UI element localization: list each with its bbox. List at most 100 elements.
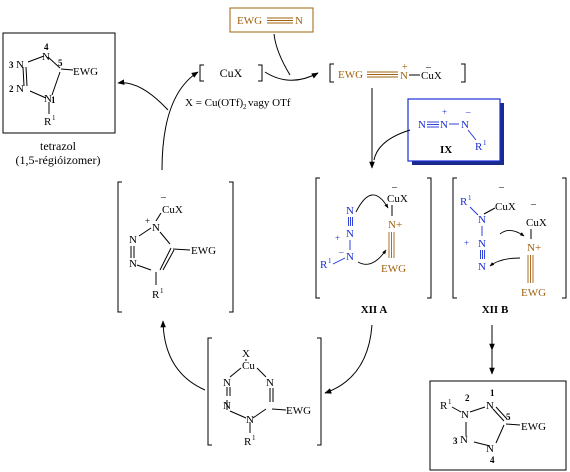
ring6-ewg: EWG (286, 405, 311, 417)
xiia-n-plus: N+ (388, 219, 402, 231)
catalyst-label: CuX (220, 66, 243, 80)
xiib-cux-2: CuX (526, 217, 547, 229)
intermediate-xii-b: R 1 – CuX N + N N – CuX N+ EWG (452, 177, 567, 299)
tz2-locant-4: 4 (490, 455, 495, 465)
xiia-ewg: EWG (381, 263, 406, 275)
arrow-to-tetrazole (117, 79, 169, 111)
xiib-r1: R (460, 196, 468, 208)
catalyst-definition: X = Cu(OTf) 2 vagy OTf (185, 97, 291, 111)
intermediate-left: – CuX + N N N EWG R 1 (117, 181, 234, 313)
nitrile-cux-complex: EWG + N – CuX (329, 62, 466, 83)
ring6-n-a: N (223, 377, 231, 389)
xiib-minus-1: – (498, 182, 505, 193)
tz2-n4: N (486, 443, 494, 455)
complex-ewg: EWG (338, 69, 363, 81)
nitrile-box: EWG N (229, 7, 314, 33)
xiib-n-terminal: N (478, 261, 486, 273)
xiia-n-terminal: N (346, 205, 354, 217)
xiib-curved-arrow-top (499, 230, 525, 237)
complex-cux: CuX (421, 70, 442, 82)
tz2-locant-5: 5 (506, 412, 511, 422)
xiia-label: XII A (361, 304, 388, 316)
tetrazole-locant-5: 5 (58, 58, 63, 68)
azide-box: N + N – N R 1 IX (407, 98, 504, 165)
xiia-curved-arrow-top (355, 194, 389, 213)
azide-n2: N (440, 119, 448, 131)
azide-plus: + (442, 107, 447, 117)
tz2-ewg: EWG (521, 421, 546, 433)
tetrazole-ewg: EWG (73, 66, 98, 78)
catalyst-eq-tail: vagy OTf (248, 97, 291, 109)
tetrazole-1-5-box: 4 3 N N 2 N 5 EWG N 1 R 1 (2, 32, 116, 134)
int-minus: – (160, 192, 167, 203)
ring6-cu: Cu (242, 360, 255, 372)
ring6-r1: R (244, 436, 252, 448)
azide-minus: – (465, 107, 471, 117)
tz2-locant-2: 2 (465, 393, 470, 403)
azide-join-line (373, 129, 411, 161)
nitrile-ewg: EWG (237, 15, 262, 27)
xiib-minus-2: – (530, 199, 537, 210)
tetrazole-locant-2: 2 (9, 84, 14, 94)
azide-box-frame (407, 98, 501, 162)
tz2-n2: N (461, 409, 469, 421)
azide-r: R (475, 141, 483, 153)
catalyst-eq-sub: 2 (243, 103, 247, 111)
int-plus: + (145, 216, 150, 226)
tetrazole-atom-n1: N (44, 93, 52, 105)
cu-metallacycle: X Cu N N N N EWG R 1 (207, 337, 322, 448)
tz2-locant-1: 1 (490, 388, 495, 398)
int-cux: CuX (162, 204, 183, 216)
tetrazole-2-5-box: R 1 2 1 N N 5 EWG 3 N N 4 (429, 380, 567, 471)
complex-minus: – (425, 62, 432, 73)
xiia-n-middle: N (346, 228, 354, 240)
tz2-r1-sup: 1 (448, 398, 452, 406)
xiib-curved-arrow-bottom (489, 257, 521, 267)
tz2-r1: R (440, 400, 448, 412)
azide-n3: N (461, 119, 469, 131)
intermediate-xii-a: – CuX N+ EWG N + N N – R 1 (315, 177, 432, 299)
tetrazole-locant-3: 3 (9, 60, 14, 70)
nitrile-join-line (273, 33, 291, 76)
ring6-r1-sup: 1 (252, 434, 256, 442)
xiib-label: XII B (482, 304, 509, 316)
tetrazole-atom-n2: N (16, 83, 24, 95)
complex-n: N (400, 70, 408, 82)
arrow-ring-to-intermediate (160, 320, 206, 391)
ring6-x: X (242, 348, 250, 360)
ring6-n-d: N (246, 414, 254, 426)
xiia-minus-n: – (338, 247, 344, 257)
ring6-n-b: N (266, 377, 274, 389)
tetrazole-caption-regio: (1,5-régióizomer) (16, 153, 101, 167)
tetrazole-locant-4: 4 (44, 42, 49, 52)
tetrazole-locant-1: 1 (51, 95, 56, 105)
xiia-cux: CuX (387, 193, 408, 205)
xiib-plus: + (464, 238, 469, 248)
catalyst-eq: X = Cu(OTf) (185, 97, 243, 109)
xiia-minus-cu: – (391, 182, 398, 193)
catalyst-cux: CuX (199, 64, 263, 82)
xiib-ewg: EWG (521, 287, 546, 299)
xiia-r1: R (320, 259, 328, 271)
xiia-curved-arrow-bottom (357, 249, 387, 265)
tetrazole-2-5-frame (429, 380, 567, 471)
azide-label: IX (440, 144, 452, 156)
azide-n1: N (418, 119, 426, 131)
int-ewg: EWG (191, 245, 216, 257)
complex-plus: + (402, 62, 408, 73)
tetrazole-caption: tetrazol (40, 139, 77, 153)
nitrile-triple-bond (267, 17, 293, 24)
int-r1-sup: 1 (160, 287, 164, 295)
tetrazole-frame (2, 32, 116, 134)
int-n-top: N (152, 222, 160, 234)
int-n-left-lower: N (129, 258, 137, 270)
tetrazole-atom-n3: N (16, 59, 24, 71)
coordination-arrow (264, 71, 319, 81)
xiib-n-middle: N (478, 238, 486, 250)
xiia-n-alpha: N (346, 251, 354, 263)
xiib-n-alpha: N (478, 214, 486, 226)
xiib-r1-sup: 1 (468, 194, 472, 202)
tetrazole-r1-sup: 1 (52, 114, 56, 122)
xiib-n-plus: N+ (527, 242, 541, 254)
